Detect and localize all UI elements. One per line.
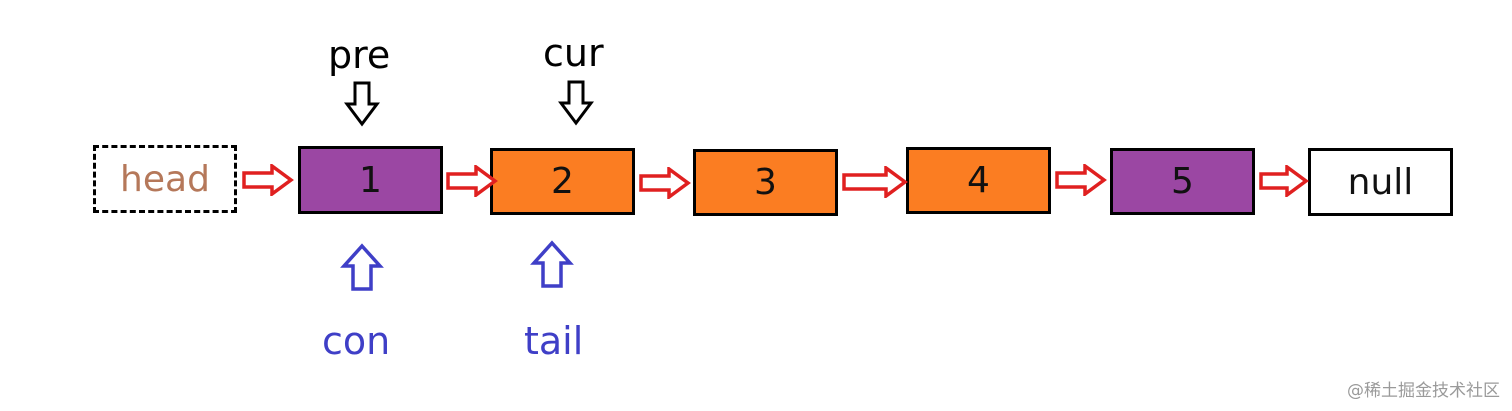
pointer-con-up-arrow-icon xyxy=(340,243,384,291)
node-null: null xyxy=(1308,148,1453,216)
node-head-label: head xyxy=(120,158,210,200)
link-arrow-4-5 xyxy=(1055,164,1107,196)
link-arrow-1-2 xyxy=(446,165,498,197)
node-null-label: null xyxy=(1347,161,1414,203)
link-arrow-5-null xyxy=(1259,165,1309,197)
pointer-cur-down-arrow-icon xyxy=(558,80,594,126)
pointer-con-label: con xyxy=(322,319,391,363)
node-4: 4 xyxy=(906,147,1051,214)
node-head: head xyxy=(93,145,237,213)
pointer-cur-label: cur xyxy=(543,31,604,75)
node-1-label: 1 xyxy=(359,159,382,201)
node-1: 1 xyxy=(298,146,443,214)
node-3: 3 xyxy=(693,149,838,216)
pointer-pre-down-arrow-icon xyxy=(344,81,380,127)
node-2-label: 2 xyxy=(551,161,574,202)
node-2: 2 xyxy=(490,148,635,215)
node-5: 5 xyxy=(1110,148,1255,215)
pointer-tail-label: tail xyxy=(524,319,584,363)
pointer-tail-up-arrow-icon xyxy=(530,240,574,288)
node-4-label: 4 xyxy=(967,160,990,201)
node-5-label: 5 xyxy=(1171,161,1194,202)
link-arrow-2-3 xyxy=(639,167,691,199)
link-arrow-3-4 xyxy=(842,166,908,198)
link-arrow-head-1 xyxy=(242,164,294,196)
node-3-label: 3 xyxy=(754,162,777,203)
watermark-text: @稀土掘金技术社区 xyxy=(1347,381,1500,401)
pointer-pre-label: pre xyxy=(328,33,391,77)
